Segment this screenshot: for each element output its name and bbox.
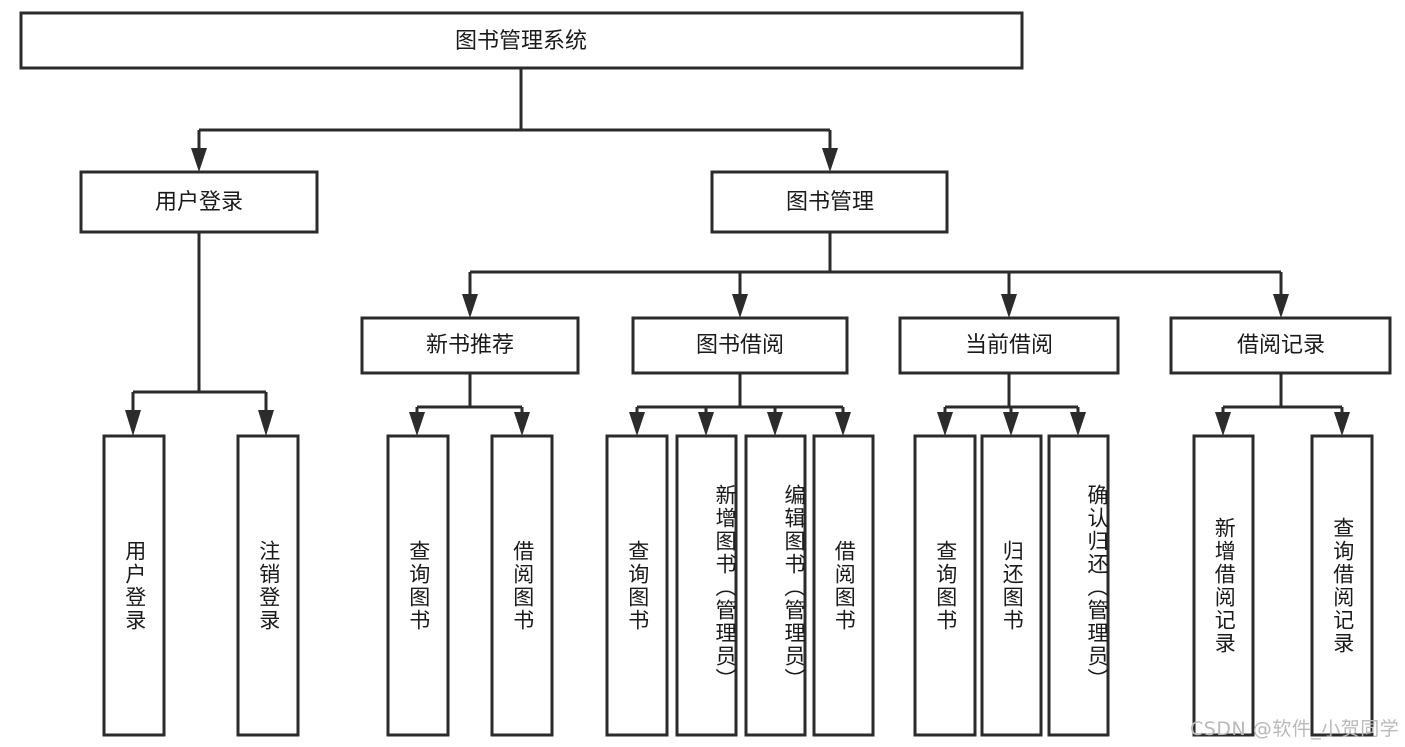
arrow-head-nb-leaf-0 (409, 412, 425, 436)
arrow-head-cb-leaf-0 (937, 412, 953, 436)
node-book-manage-label: 图书管理 (786, 190, 874, 215)
arrow-head-ul-leaf-1 (258, 410, 274, 436)
node-leaf-current-borrow-0-box[interactable] (913, 434, 977, 737)
csdn-watermark: CSDN @软件_小贺同学 (1190, 718, 1400, 740)
arrow-head-book-manage (822, 148, 838, 172)
connector-group-current-borrow (937, 373, 1086, 436)
node-leaf-user-login-1-box[interactable] (236, 434, 300, 737)
arrow-head-cb-leaf-2 (1070, 412, 1086, 436)
connector-group-new-book (409, 373, 530, 436)
arrow-head-new-book (462, 294, 478, 318)
arrow-head-ul-leaf-0 (125, 410, 141, 436)
arrow-head-br-leaf-1 (1334, 412, 1350, 436)
node-book-borrow-box[interactable] (631, 316, 849, 375)
node-root-box[interactable] (19, 11, 1024, 70)
node-current-borrow-box[interactable] (898, 316, 1120, 375)
connector-group-borrow-records (1215, 373, 1350, 436)
arrow-head-cb-leaf-1 (1003, 412, 1019, 436)
arrow-head-bb-leaf-3 (835, 412, 851, 436)
arrow-head-bb-leaf-2 (767, 412, 783, 436)
arrow-head-borrow-records (1273, 294, 1289, 318)
node-user-login-label: 用户登录 (155, 190, 243, 215)
node-book-borrow-label: 图书借阅 (696, 333, 784, 358)
node-leaf-book-borrow-1-box[interactable] (675, 434, 738, 737)
connector-group-book-borrow (629, 373, 851, 436)
arrow-head-bb-leaf-0 (629, 412, 645, 436)
node-leaf-current-borrow-2-box[interactable] (1047, 434, 1110, 737)
node-leaf-user-login-0-box[interactable] (102, 434, 166, 737)
node-borrow-records-box[interactable] (1169, 316, 1392, 375)
node-borrow-records-label: 借阅记录 (1237, 333, 1325, 358)
node-leaf-book-borrow-3-box[interactable] (812, 434, 875, 737)
node-leaf-new-book-1-box[interactable] (490, 434, 554, 737)
connector-group-user-login (125, 232, 274, 436)
connector-group-root (191, 68, 838, 172)
node-new-book-box[interactable] (360, 316, 580, 375)
arrow-head-current-borrow (1001, 294, 1017, 318)
node-leaf-borrow-records-1-box[interactable] (1310, 434, 1374, 737)
connector-group-book-manage (462, 232, 1289, 318)
node-leaf-book-borrow-2-box[interactable] (744, 434, 807, 737)
arrow-head-user-login (191, 148, 207, 172)
arrow-head-nb-leaf-1 (514, 412, 530, 436)
node-user-login-box[interactable] (79, 170, 319, 234)
node-leaf-current-borrow-1-box[interactable] (980, 434, 1043, 737)
node-leaf-book-borrow-0-box[interactable] (605, 434, 669, 737)
node-new-book-label: 新书推荐 (426, 333, 514, 358)
arrow-head-br-leaf-0 (1215, 412, 1231, 436)
node-book-manage-box[interactable] (710, 170, 949, 234)
node-leaf-new-book-0-box[interactable] (386, 434, 450, 737)
node-leaf-borrow-records-0-box[interactable] (1192, 434, 1255, 737)
node-current-borrow-label: 当前借阅 (965, 333, 1053, 358)
node-root-label: 图书管理系统 (455, 29, 587, 54)
arrow-head-book-borrow (732, 294, 748, 318)
arrow-head-bb-leaf-1 (698, 412, 714, 436)
